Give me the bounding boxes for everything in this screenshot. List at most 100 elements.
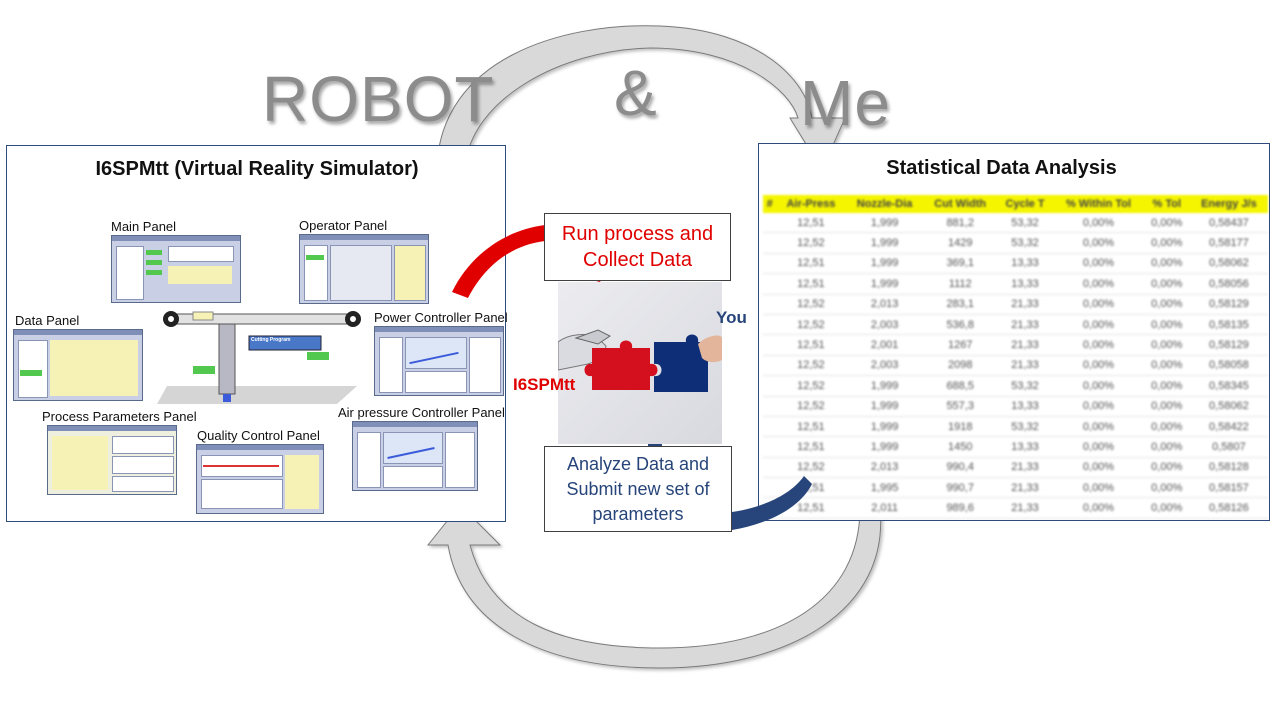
operator-panel-thumbnail bbox=[299, 234, 429, 304]
table-cell: 0,58128 bbox=[1189, 457, 1268, 479]
table-cell: 21,33 bbox=[996, 477, 1054, 499]
table-cell: 53,32 bbox=[996, 232, 1054, 254]
table-cell: 21,33 bbox=[996, 314, 1054, 336]
table-cell: 0,00% bbox=[1143, 457, 1190, 479]
table-cell: 2,003 bbox=[845, 314, 924, 336]
table-cell: 53,32 bbox=[996, 416, 1054, 438]
table-cell bbox=[763, 416, 777, 438]
quality-panel-label: Quality Control Panel bbox=[197, 428, 320, 443]
table-cell: 1267 bbox=[923, 334, 997, 356]
table-cell bbox=[763, 457, 777, 479]
table-cell: 881,2 bbox=[923, 213, 997, 234]
table-cell: 12,51 bbox=[776, 253, 846, 275]
simulator-title: I6SPMtt (Virtual Reality Simulator) bbox=[95, 158, 419, 180]
column-header: % Tol bbox=[1143, 195, 1190, 213]
process-panel-thumbnail bbox=[47, 425, 177, 495]
table-cell: 2,013 bbox=[845, 294, 924, 315]
table-cell: 0,58422 bbox=[1189, 416, 1268, 438]
table-cell: 0,00% bbox=[1143, 294, 1190, 315]
table-cell: 0,58058 bbox=[1189, 355, 1268, 377]
air-panel-thumbnail bbox=[352, 421, 478, 491]
statistics-table: # Air-Press Nozzle-Dia Cut Width Cycle T… bbox=[763, 195, 1268, 519]
table-cell: 0,00% bbox=[1053, 375, 1144, 397]
table-cell: 12,52 bbox=[776, 294, 846, 315]
table-cell: 0,00% bbox=[1143, 497, 1190, 519]
table-cell: 2,001 bbox=[845, 334, 924, 356]
table-cell: 0,00% bbox=[1053, 457, 1144, 479]
top-cycle-arrow bbox=[436, 25, 846, 172]
column-header: Cut Width bbox=[923, 195, 997, 213]
table-cell: 53,32 bbox=[996, 375, 1054, 397]
table-cell: 0,00% bbox=[1143, 253, 1190, 275]
quality-panel-thumbnail bbox=[196, 444, 324, 514]
table-cell: 0,00% bbox=[1143, 355, 1190, 377]
table-cell: 0,58062 bbox=[1189, 396, 1268, 417]
operator-panel-label: Operator Panel bbox=[299, 218, 388, 233]
table-cell: 2098 bbox=[923, 355, 997, 377]
table-cell: 0,00% bbox=[1053, 334, 1144, 356]
heading-ampersand: & bbox=[614, 57, 658, 129]
statistics-title: Statistical Data Analysis bbox=[886, 157, 1117, 179]
table-cell: 557,3 bbox=[923, 396, 997, 417]
table-cell: 369,1 bbox=[923, 253, 997, 275]
table-cell bbox=[763, 355, 777, 377]
table-cell bbox=[763, 436, 777, 458]
table-cell: 12,52 bbox=[776, 314, 846, 336]
analyze-line-3: parameters bbox=[592, 504, 684, 524]
table-cell: 1450 bbox=[923, 436, 997, 458]
table-cell: 21,33 bbox=[996, 497, 1054, 519]
table-cell: 12,52 bbox=[776, 457, 846, 479]
table-cell: 0,00% bbox=[1053, 213, 1144, 234]
column-header: % Within Tol bbox=[1053, 195, 1144, 213]
table-cell: 1,999 bbox=[845, 232, 924, 254]
table-cell: 0,00% bbox=[1143, 396, 1190, 417]
main-panel-thumbnail bbox=[111, 235, 241, 303]
table-cell: 688,5 bbox=[923, 375, 997, 397]
air-panel-label: Air pressure Controller Panel bbox=[338, 405, 505, 420]
analyze-line-1: Analyze Data and bbox=[566, 454, 710, 474]
table-cell: 21,33 bbox=[996, 334, 1054, 356]
table-cell: 0,00% bbox=[1053, 273, 1144, 295]
statistics-box: Statistical Data Analysis # Air-Press No… bbox=[758, 143, 1270, 521]
table-cell: 12,51 bbox=[776, 273, 846, 295]
table-cell: 1,999 bbox=[845, 253, 924, 275]
table-cell bbox=[763, 273, 777, 295]
column-header: # bbox=[763, 195, 777, 213]
table-cell: 1429 bbox=[923, 232, 997, 254]
table-cell bbox=[763, 477, 777, 499]
table-cell: 0,00% bbox=[1053, 314, 1144, 336]
heading-robot: ROBOT bbox=[262, 63, 495, 135]
power-panel-label: Power Controller Panel bbox=[374, 310, 508, 325]
table-cell: 0,58345 bbox=[1189, 375, 1268, 397]
table-cell bbox=[763, 253, 777, 275]
table-cell: 0,00% bbox=[1053, 355, 1144, 377]
table-cell: 1,999 bbox=[845, 416, 924, 438]
table-cell: 0,00% bbox=[1143, 314, 1190, 336]
table-cell bbox=[763, 232, 777, 254]
column-header: Air-Press bbox=[776, 195, 846, 213]
table-cell: 0,00% bbox=[1053, 436, 1144, 458]
table-cell: 21,33 bbox=[996, 355, 1054, 377]
analyze-data-callout: Analyze Data and Submit new set of param… bbox=[544, 446, 732, 532]
table-cell: 0,00% bbox=[1143, 213, 1190, 234]
table-cell: 1,999 bbox=[845, 396, 924, 417]
table-cell: 2,011 bbox=[845, 497, 924, 519]
table-cell: 536,8 bbox=[923, 314, 997, 336]
main-panel-label: Main Panel bbox=[111, 219, 177, 234]
table-cell: 0,00% bbox=[1053, 294, 1144, 315]
table-cell: 2,013 bbox=[845, 457, 924, 479]
table-cell: 12,51 bbox=[776, 334, 846, 356]
table-cell: 12,51 bbox=[776, 436, 846, 458]
red-collect-arrow bbox=[452, 225, 545, 298]
table-cell: 13,33 bbox=[996, 436, 1054, 458]
